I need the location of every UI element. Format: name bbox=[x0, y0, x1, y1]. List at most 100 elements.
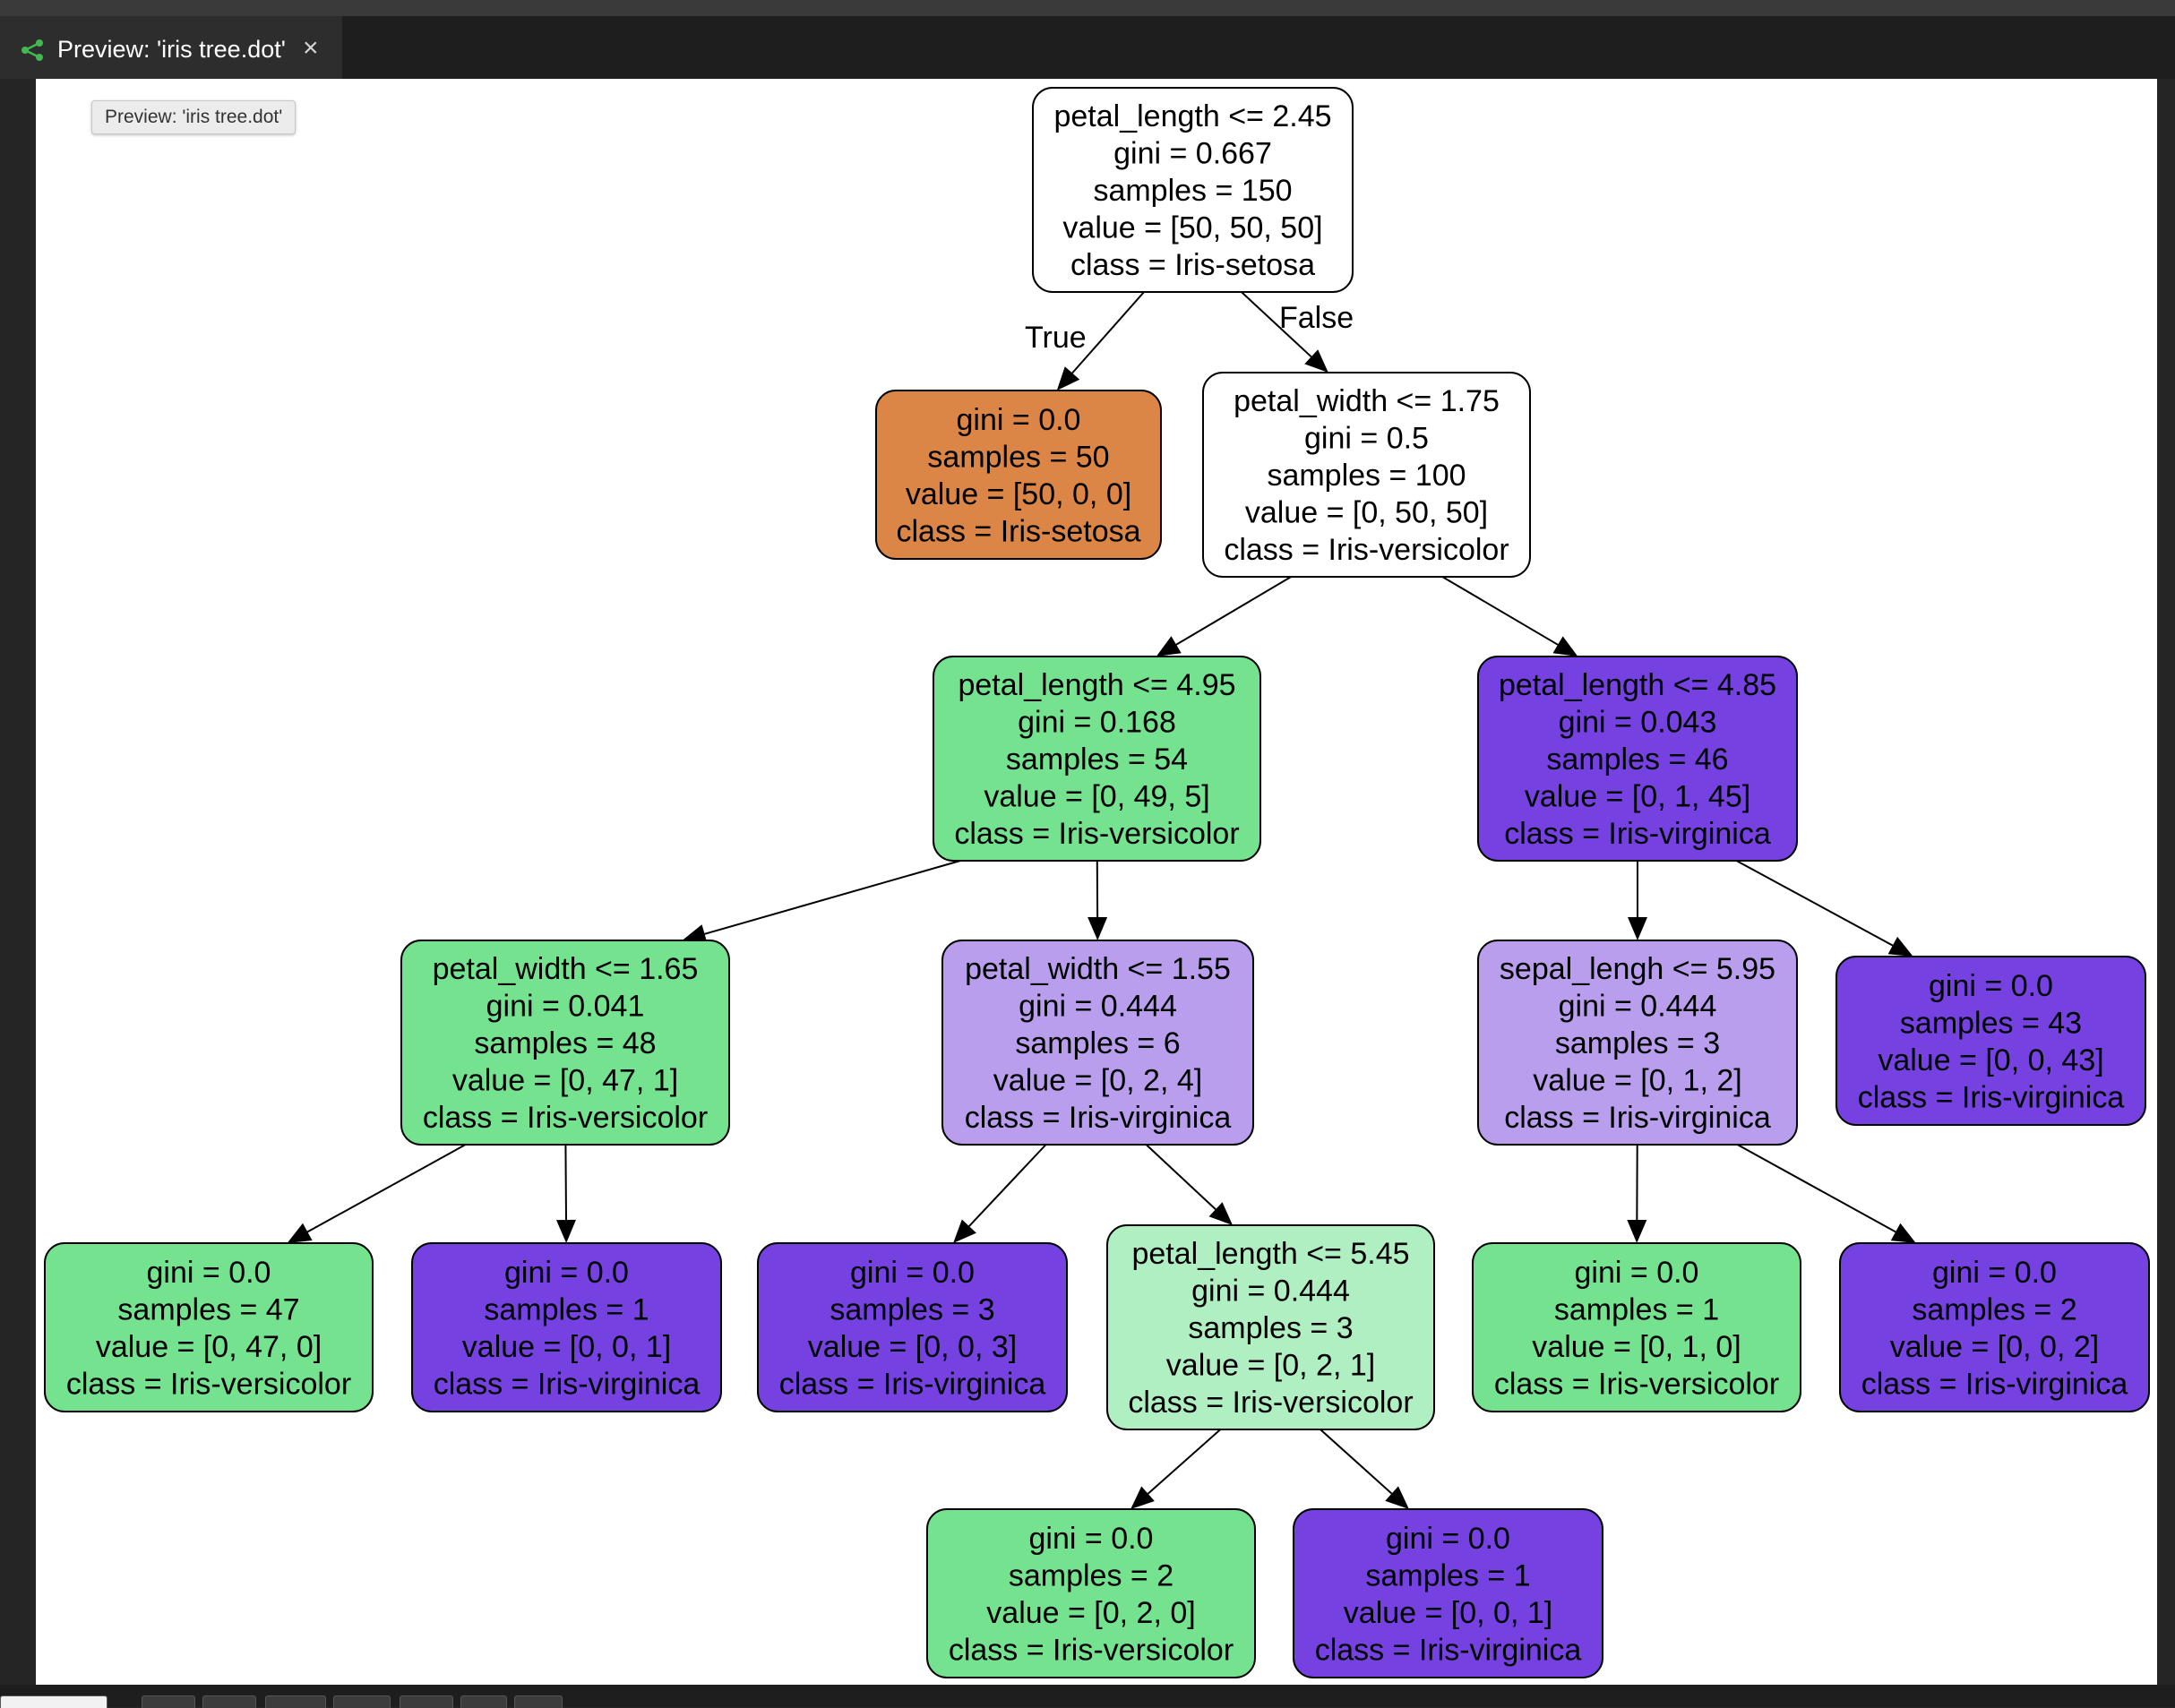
tree-node-line: petal_length <= 4.95 bbox=[958, 668, 1235, 702]
tree-node-line: value = [50, 0, 0] bbox=[906, 477, 1131, 511]
tree-node-line: samples = 46 bbox=[1546, 742, 1728, 777]
bottom-button[interactable] bbox=[265, 1695, 326, 1708]
bottom-button[interactable] bbox=[514, 1695, 563, 1708]
tree-node-line: class = Iris-versicolor bbox=[949, 1633, 1234, 1667]
tree-node-line: value = [50, 50, 50] bbox=[1062, 211, 1322, 245]
tree-edge-line bbox=[1738, 1145, 1896, 1232]
tree-node-line: petal_length <= 5.45 bbox=[1131, 1237, 1409, 1271]
tree-edge-line bbox=[565, 1145, 566, 1220]
tree-node-line: class = Iris-virginica bbox=[1858, 1080, 2125, 1114]
arrow-head-icon bbox=[288, 1223, 313, 1243]
tree-node-line: samples = 6 bbox=[1015, 1026, 1180, 1060]
tree-node-line: gini = 0.0 bbox=[850, 1256, 975, 1290]
tree-edge-line bbox=[1442, 577, 1558, 645]
tree-node-line: value = [0, 2, 0] bbox=[986, 1596, 1195, 1630]
tree-edge-line bbox=[1147, 1145, 1216, 1209]
tree-node-line: gini = 0.043 bbox=[1559, 706, 1717, 740]
tree-edge: False bbox=[1242, 292, 1354, 373]
tree-node-line: gini = 0.0 bbox=[957, 403, 1081, 437]
tree-edge bbox=[1147, 1145, 1234, 1225]
tree-node-line: class = Iris-virginica bbox=[1315, 1633, 1582, 1667]
tree-node-line: class = Iris-virginica bbox=[1861, 1367, 2128, 1401]
arrow-head-icon bbox=[1057, 366, 1079, 391]
tree-node-line: samples = 1 bbox=[484, 1292, 649, 1326]
bottom-button[interactable] bbox=[0, 1695, 107, 1708]
bottom-button[interactable] bbox=[460, 1695, 507, 1708]
arrow-head-icon bbox=[1552, 636, 1578, 657]
arrow-head-icon bbox=[1628, 917, 1647, 940]
tree-node-line: class = Iris-versicolor bbox=[1128, 1386, 1413, 1420]
arrow-head-icon bbox=[556, 1220, 576, 1243]
tree-node-line: class = Iris-virginica bbox=[779, 1367, 1046, 1401]
tree-edge-line bbox=[705, 861, 960, 934]
bottom-button[interactable] bbox=[202, 1695, 256, 1708]
tree-edge bbox=[1088, 861, 1107, 940]
tree-edge-line bbox=[1176, 577, 1291, 645]
tree-node-line: class = Iris-versicolor bbox=[954, 817, 1239, 851]
tree-node-line: value = [0, 2, 4] bbox=[993, 1064, 1202, 1098]
tree-edge bbox=[1130, 1429, 1220, 1509]
tree-node-line: value = [0, 1, 2] bbox=[1533, 1064, 1741, 1098]
tree-edge-label: False bbox=[1279, 301, 1354, 335]
tree-edge-line bbox=[307, 1145, 465, 1232]
tree-node-line: sepal_lengh <= 5.95 bbox=[1500, 952, 1775, 986]
tree-node-line: gini = 0.041 bbox=[486, 990, 645, 1024]
tree-edge bbox=[953, 1145, 1046, 1243]
tree-node-line: gini = 0.168 bbox=[1018, 706, 1176, 740]
tree-node-line: samples = 3 bbox=[830, 1292, 994, 1326]
tree-edge bbox=[1738, 1145, 1916, 1243]
tree-node-line: gini = 0.0 bbox=[504, 1256, 629, 1290]
tree-edge bbox=[1320, 1429, 1409, 1509]
tree-edge bbox=[683, 861, 960, 943]
graph-icon bbox=[20, 38, 45, 63]
tree-edge bbox=[1627, 1145, 1646, 1243]
arrow-head-icon bbox=[1891, 1223, 1916, 1243]
tree-node-line: class = Iris-virginica bbox=[434, 1367, 701, 1401]
tree-node-line: class = Iris-setosa bbox=[896, 514, 1140, 548]
tree-node-line: value = [0, 0, 3] bbox=[808, 1330, 1017, 1364]
bottom-button[interactable] bbox=[333, 1695, 391, 1708]
tree-node-line: gini = 0.444 bbox=[1559, 990, 1717, 1024]
tree-node-line: value = [0, 47, 1] bbox=[452, 1064, 678, 1098]
tree-edge-line bbox=[969, 1145, 1046, 1226]
tree-node-line: gini = 0.0 bbox=[1029, 1522, 1154, 1556]
bottom-button[interactable] bbox=[142, 1695, 195, 1708]
tree-node-line: value = [0, 0, 1] bbox=[1344, 1596, 1552, 1630]
tree-node-line: class = Iris-virginica bbox=[1504, 1101, 1771, 1135]
tree-edge bbox=[1156, 577, 1292, 657]
tree-node-line: class = Iris-setosa bbox=[1070, 248, 1315, 282]
tree-node-line: petal_width <= 1.55 bbox=[965, 952, 1231, 986]
tree-node-line: samples = 1 bbox=[1554, 1292, 1719, 1326]
tab-preview-iris-tree[interactable]: Preview: 'iris tree.dot' × bbox=[0, 16, 342, 79]
tree-node-line: samples = 3 bbox=[1188, 1311, 1353, 1345]
tree-edge-line bbox=[1320, 1429, 1392, 1494]
tree-node-line: gini = 0.0 bbox=[1929, 969, 2053, 1003]
bottom-button[interactable] bbox=[400, 1695, 453, 1708]
tree-edge-line bbox=[1736, 861, 1892, 946]
tree-edge bbox=[288, 1145, 466, 1243]
tree-node-line: gini = 0.0 bbox=[1575, 1256, 1699, 1290]
close-icon[interactable]: × bbox=[303, 33, 319, 64]
tree-node-line: samples = 1 bbox=[1365, 1558, 1530, 1592]
tree-node: petal_length <= 4.85 gini = 0.043samples … bbox=[1478, 657, 1797, 861]
tree-node-line: samples = 43 bbox=[1900, 1006, 2082, 1040]
tree-node-line: petal_length <= 4.85 bbox=[1499, 668, 1776, 702]
tree-node: petal_length <= 5.45 gini = 0.444samples … bbox=[1107, 1225, 1434, 1429]
tab-label: Preview: 'iris tree.dot' bbox=[57, 36, 286, 64]
tree-node-line: gini = 0.444 bbox=[1191, 1275, 1350, 1309]
bottom-bar bbox=[0, 1685, 2175, 1707]
tree-node-line: samples = 48 bbox=[474, 1026, 656, 1060]
tree-node-line: value = [0, 0, 1] bbox=[462, 1330, 671, 1364]
tree-node-line: gini = 0.444 bbox=[1019, 990, 1177, 1024]
tree-node-line: gini = 0.667 bbox=[1113, 137, 1272, 171]
tree-node-line: samples = 2 bbox=[1009, 1558, 1173, 1592]
